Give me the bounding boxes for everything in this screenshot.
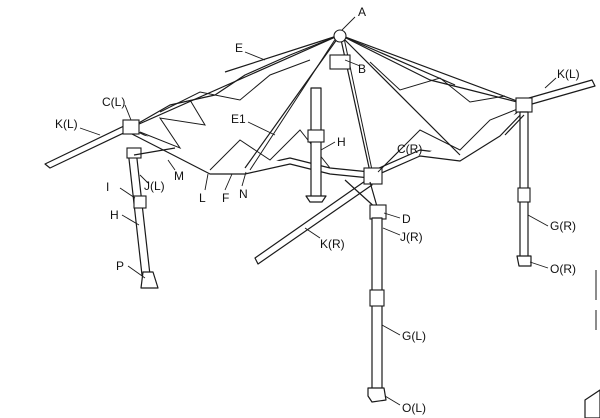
front-corner-block bbox=[363, 167, 383, 185]
leader-e bbox=[244, 51, 266, 61]
leader-a bbox=[341, 16, 356, 31]
front-truss-lower bbox=[129, 132, 371, 179]
leader-g-l bbox=[381, 324, 401, 336]
leader-e1 bbox=[247, 121, 276, 136]
label-j-r: J(R) bbox=[400, 230, 423, 244]
label-c-l: C(L) bbox=[102, 95, 125, 109]
label-b: B bbox=[358, 62, 366, 76]
leader-k-l-right bbox=[544, 77, 557, 89]
leader-d bbox=[383, 212, 401, 219]
label-c-r: C(R) bbox=[397, 142, 422, 156]
right-leg-sleeve bbox=[517, 187, 531, 203]
leader-g-r bbox=[527, 214, 549, 227]
label-h-left: H bbox=[110, 208, 119, 222]
front-corner-frame bbox=[254, 167, 387, 403]
leader-f bbox=[224, 173, 233, 191]
center-hub bbox=[333, 29, 347, 43]
leader-p bbox=[127, 265, 146, 279]
leader-b bbox=[344, 59, 361, 67]
leader-l bbox=[204, 173, 209, 191]
left-brace bbox=[133, 147, 176, 156]
leader-j-r bbox=[382, 227, 401, 236]
leader-o-r bbox=[529, 261, 549, 269]
label-m: M bbox=[174, 169, 184, 183]
part-labels: A B E E1 K(L) K(L) C(L) C(R) H M J(L) I … bbox=[55, 5, 580, 415]
right-brace bbox=[504, 114, 525, 136]
front-leg-sleeve bbox=[369, 289, 385, 307]
label-k-r: K(R) bbox=[320, 237, 345, 251]
label-e1: E1 bbox=[231, 112, 246, 126]
leader-h-center bbox=[320, 141, 336, 151]
front-scissor-2 bbox=[209, 129, 331, 171]
label-k-l-right: K(L) bbox=[557, 67, 580, 81]
left-leg bbox=[127, 149, 151, 276]
label-e: E bbox=[235, 41, 243, 55]
back-left-scissor bbox=[159, 59, 311, 113]
rafter-front-left bbox=[244, 34, 341, 169]
label-d: D bbox=[402, 212, 411, 226]
label-l: L bbox=[199, 191, 206, 205]
label-j-l: J(L) bbox=[144, 179, 165, 193]
rafter-back-left bbox=[224, 34, 341, 73]
leader-c-r bbox=[377, 151, 399, 173]
label-p: P bbox=[116, 259, 124, 273]
roof-frame bbox=[129, 29, 526, 203]
front-foot bbox=[367, 387, 387, 403]
label-g-l: G(L) bbox=[402, 329, 426, 343]
right-corner-block bbox=[515, 97, 533, 113]
label-a: A bbox=[358, 5, 366, 19]
leader-lines bbox=[79, 16, 557, 406]
leader-i bbox=[119, 187, 136, 199]
right-truss bbox=[369, 103, 526, 173]
rafter-front-left-2 bbox=[249, 37, 337, 171]
right-foot bbox=[516, 255, 532, 267]
left-foot-plate bbox=[140, 271, 159, 289]
label-g-r: G(R) bbox=[550, 219, 576, 233]
left-k-arm bbox=[44, 124, 131, 169]
left-leg-collar bbox=[126, 147, 142, 159]
label-o-l: O(L) bbox=[402, 401, 426, 415]
right-leg bbox=[519, 111, 529, 263]
leader-j-l bbox=[139, 174, 149, 184]
label-k-l-left: K(L) bbox=[55, 117, 78, 131]
left-frame bbox=[44, 119, 176, 289]
label-i: I bbox=[106, 180, 109, 194]
center-pole-sleeve bbox=[307, 129, 325, 143]
label-o-r: O(R) bbox=[550, 262, 576, 276]
rafter-right bbox=[339, 34, 526, 105]
label-n: N bbox=[239, 187, 248, 201]
leader-n bbox=[241, 171, 247, 187]
center-support-pole bbox=[310, 87, 322, 199]
rafter-back-right bbox=[339, 34, 456, 86]
front-k-arm bbox=[254, 178, 373, 265]
label-f: F bbox=[222, 191, 229, 205]
leader-o-l bbox=[384, 395, 401, 406]
center-bracket bbox=[329, 54, 351, 70]
leader-k-l-left bbox=[79, 127, 101, 136]
center-pole-foot bbox=[305, 195, 327, 203]
leader-c-l bbox=[124, 104, 132, 121]
leader-m bbox=[167, 159, 176, 171]
rafter-left bbox=[129, 34, 341, 129]
leader-h-left bbox=[121, 214, 140, 226]
front-leg-collar bbox=[369, 204, 387, 220]
front-scissor-1 bbox=[139, 99, 206, 150]
left-leg-sleeve bbox=[133, 195, 147, 209]
edge-box bbox=[584, 389, 600, 418]
right-k-arm bbox=[521, 79, 596, 107]
leader-k-r bbox=[304, 227, 321, 239]
right-scissor bbox=[379, 107, 521, 171]
label-h-center: H bbox=[337, 135, 346, 149]
rafter-front-right bbox=[339, 34, 461, 156]
edge-fragment bbox=[584, 270, 600, 418]
left-corner-block bbox=[122, 119, 140, 135]
right-frame bbox=[504, 79, 596, 267]
